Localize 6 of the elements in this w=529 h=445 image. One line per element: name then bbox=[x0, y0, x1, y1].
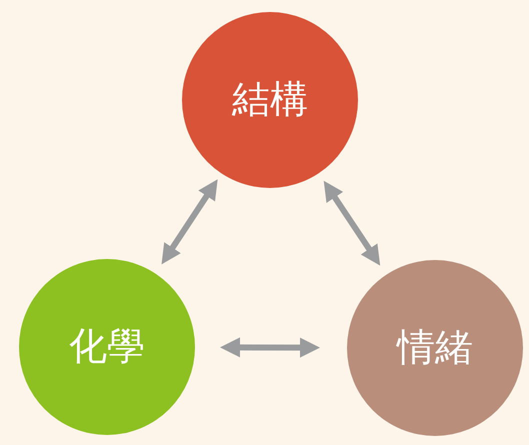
circle-label: 化學 bbox=[69, 326, 145, 368]
circle-label: 情緒 bbox=[397, 327, 473, 369]
double-arrow bbox=[324, 180, 380, 266]
double-arrow bbox=[162, 179, 218, 264]
circle-label: 結構 bbox=[232, 79, 308, 121]
double-arrow bbox=[220, 337, 320, 358]
